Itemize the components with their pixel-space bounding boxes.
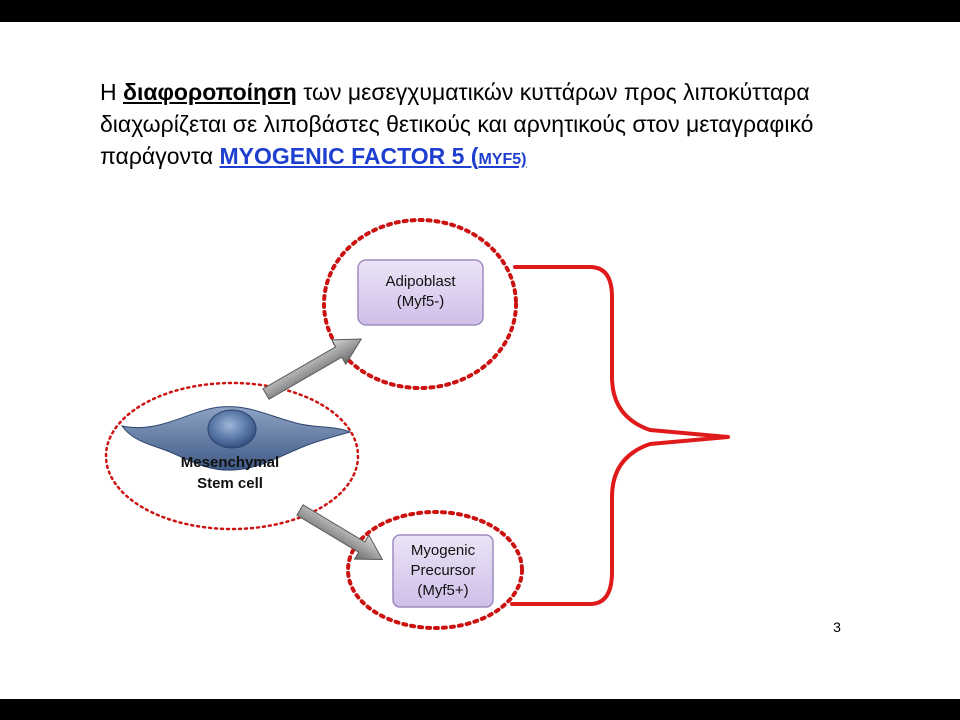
adipoblast-label: Adipoblast (Myf5-): [358, 272, 483, 312]
myogenic-precursor-box: [392, 534, 494, 608]
slide-heading: Η διαφοροποίηση των μεσεγχυματικών κυττά…: [100, 76, 820, 176]
myogenic-dotted-outline: [346, 510, 524, 630]
grouping-brace: [510, 265, 730, 606]
differentiation-diagram: [104, 218, 730, 630]
heading-text-body: των μεσεγχυματικών κυττάρων προς λιποκύτ…: [100, 79, 814, 169]
myogenic-label: Myogenic Precursor (Myf5+): [393, 541, 493, 601]
mesenchymal-label-line2: Stem cell: [197, 475, 263, 492]
nucleus-icon: [207, 409, 257, 449]
bottom-letterbox-bar: [0, 699, 960, 720]
arrow-to-adipoblast: [262, 338, 363, 400]
myogenic-label-line2: Precursor: [410, 562, 476, 579]
adipoblast-label-line1: Adipoblast: [385, 273, 456, 290]
mesenchymal-label-line1: Mesenchymal: [180, 454, 280, 471]
heading-term-differentiation: διαφοροποίηση: [123, 79, 297, 105]
mesenchymal-dotted-outline: [104, 381, 360, 531]
myogenic-label-line3: (Myf5+): [417, 582, 469, 599]
heading-text-start: Η: [100, 79, 123, 105]
myogenic-label-line1: Myogenic: [410, 542, 476, 559]
adipoblast-dotted-outline: [322, 218, 518, 390]
arrow-to-myogenic: [296, 504, 384, 560]
myf5-link[interactable]: MYOGENIC FACTOR 5 (MYF5): [219, 143, 526, 169]
stem-cell-illustration: [120, 406, 352, 471]
adipoblast-box: [357, 259, 484, 326]
adipoblast-label-line2: (Myf5-): [396, 293, 445, 310]
page-number: 3: [833, 619, 841, 635]
myf5-link-small: MYF5): [478, 151, 527, 168]
mesenchymal-label: Mesenchymal Stem cell: [150, 452, 310, 494]
myf5-link-main: MYOGENIC FACTOR 5 (: [219, 143, 479, 169]
slide: Η διαφοροποίηση των μεσεγχυματικών κυττά…: [0, 22, 960, 699]
top-letterbox-bar: [0, 0, 960, 22]
